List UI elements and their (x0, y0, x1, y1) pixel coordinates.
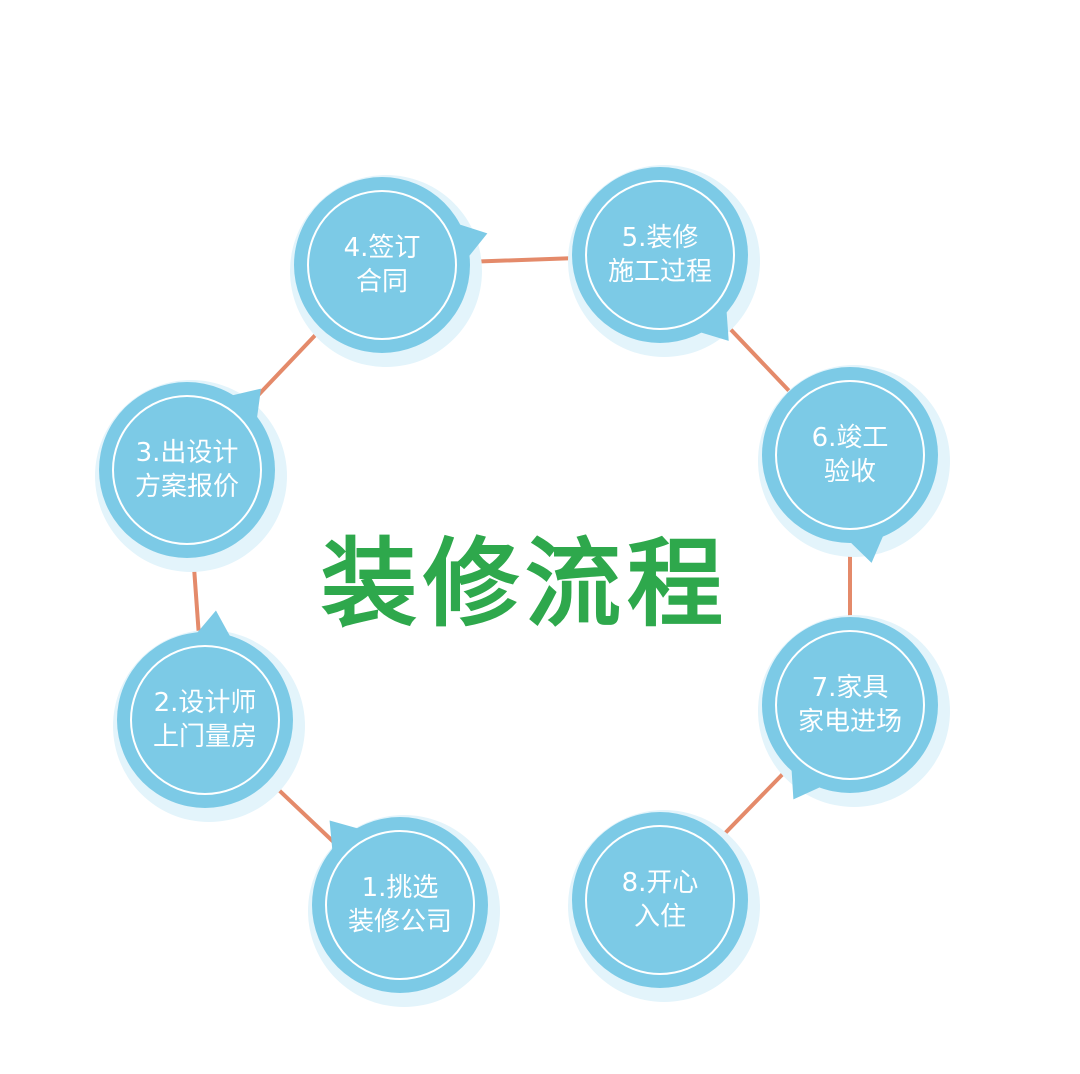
step-8-ring: 8.开心 入住 (585, 825, 735, 975)
step-7-node: 7.家具 家电进场 (762, 617, 938, 793)
step-6-node: 6.竣工 验收 (762, 367, 938, 543)
step-2-ring: 2.设计师 上门量房 (130, 645, 280, 795)
step-3-ring: 3.出设计 方案报价 (112, 395, 262, 545)
step-2-label-line2: 上门量房 (152, 722, 257, 752)
step-7-label-line1: 7.家具 (811, 673, 889, 703)
step-3-label-line1: 3.出设计 (135, 438, 239, 468)
step-6-label-line2: 验收 (823, 457, 876, 487)
step-4-ring: 4.签订 合同 (307, 190, 457, 340)
step-7-ring: 7.家具 家电进场 (775, 630, 925, 780)
step-5-label-line1: 5.装修 (621, 223, 699, 253)
step-5-ring: 5.装修 施工过程 (585, 180, 735, 330)
step-6-label-line1: 6.竣工 (811, 423, 889, 453)
step-1-ring: 1.挑选 装修公司 (325, 830, 475, 980)
step-8-label-line2: 入住 (633, 902, 686, 932)
step-1-label-line1: 1.挑选 (361, 873, 439, 903)
step-7-label-line2: 家电进场 (797, 707, 902, 737)
diagram-title: 装修流程 (321, 527, 729, 640)
step-2-node: 2.设计师 上门量房 (117, 632, 293, 808)
step-5-label-line2: 施工过程 (607, 257, 712, 287)
step-1-node: 1.挑选 装修公司 (312, 817, 488, 993)
step-4-label-line1: 4.签订 (343, 233, 421, 263)
step-1-label-line2: 装修公司 (347, 907, 452, 937)
step-4-node: 4.签订 合同 (294, 177, 470, 353)
step-8-label-line1: 8.开心 (621, 868, 699, 898)
step-8-node: 8.开心 入住 (572, 812, 748, 988)
step-5-node: 5.装修 施工过程 (572, 167, 748, 343)
step-3-node: 3.出设计 方案报价 (99, 382, 275, 558)
step-3-label-line2: 方案报价 (134, 472, 239, 502)
step-6-ring: 6.竣工 验收 (775, 380, 925, 530)
step-4-label-line2: 合同 (355, 267, 408, 297)
step-2-label-line1: 2.设计师 (153, 688, 257, 718)
